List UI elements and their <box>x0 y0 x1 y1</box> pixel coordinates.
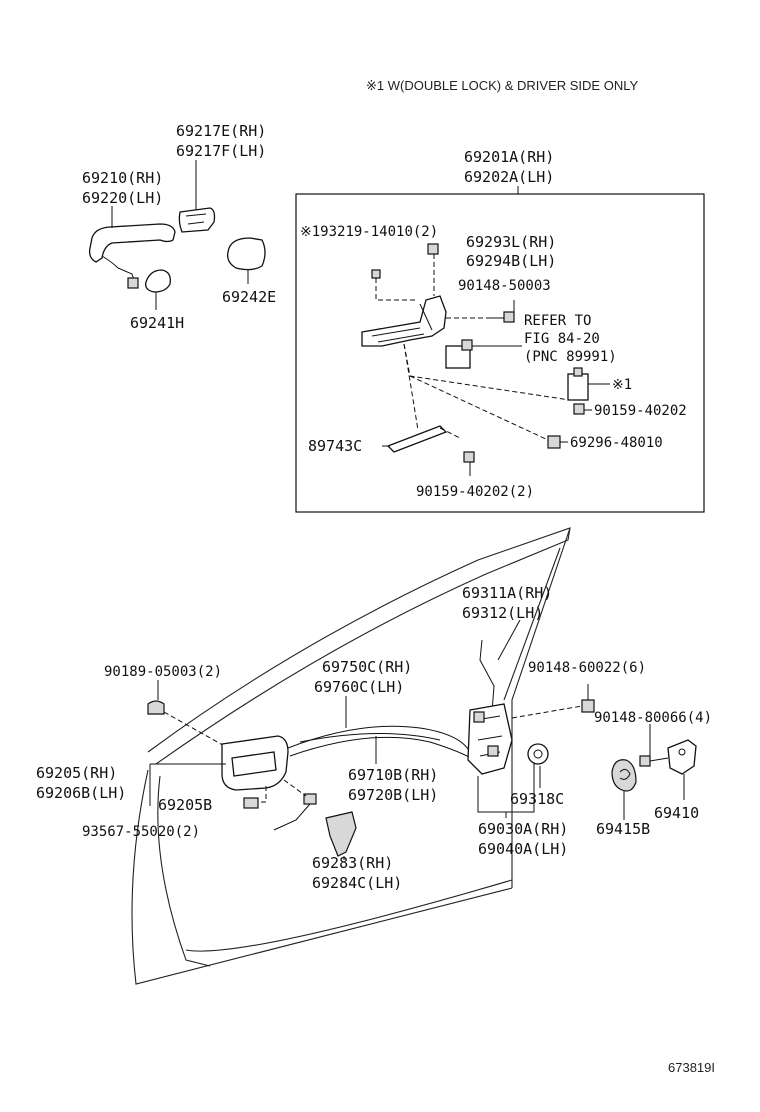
label-69201a: 69201A(RH) <box>464 148 554 166</box>
handle-pad-front-icon <box>227 237 266 271</box>
pad-69415-icon <box>611 759 637 792</box>
lock-rod-69311-icon <box>479 639 495 713</box>
screw-90148-50003-icon <box>490 311 515 323</box>
screw-90148-60022-icon <box>581 699 595 713</box>
label-69720b: 69720B(LH) <box>348 786 438 804</box>
label-90189: 90189-05003(2) <box>104 664 222 680</box>
label-69760c: 69760C(LH) <box>314 678 404 696</box>
label-90148-80066: 90148-80066(4) <box>594 710 712 726</box>
label-90148-60022: 90148-60022(6) <box>528 660 646 676</box>
lock-motor-icon <box>445 339 473 369</box>
double-lock-part-icon <box>567 367 589 401</box>
washer-69318-icon <box>527 743 549 765</box>
label-69750c: 69750C(RH) <box>322 658 412 676</box>
label-89743c: 89743C <box>308 437 362 455</box>
label-69710b: 69710B(RH) <box>348 766 438 784</box>
figure-id: 673819I <box>668 1060 715 1075</box>
label-star1: ※1 <box>612 377 632 393</box>
clip-69293-icon <box>427 243 439 255</box>
label-90159-a: 90159-40202 <box>594 403 687 419</box>
label-69205: 69205(RH) <box>36 764 117 782</box>
bolt-69296-icon <box>547 435 561 449</box>
header-note: ※1 W(DOUBLE LOCK) & DRIVER SIDE ONLY <box>366 78 638 93</box>
handle-cap-icon <box>178 207 216 233</box>
label-69294b: 69294B(LH) <box>466 252 556 270</box>
lock-control-icon <box>361 295 447 347</box>
lock-assembly-parts <box>361 243 610 476</box>
rod-89743-icon <box>386 425 448 453</box>
outside-handle-icon <box>88 223 176 263</box>
label-69217f: 69217F(LH) <box>176 142 266 160</box>
label-69242e: 69242E <box>222 288 276 306</box>
label-90148-50003: 90148-50003 <box>458 278 551 294</box>
cable-69750-icon <box>287 725 471 753</box>
clip-90189-icon <box>147 700 165 715</box>
label-90159-b: 90159-40202(2) <box>416 484 534 500</box>
label-69217e: 69217E(RH) <box>176 122 266 140</box>
label-refer-1: REFER TO <box>524 313 591 329</box>
label-69415b: 69415B <box>596 820 650 838</box>
door-parts <box>147 619 697 860</box>
label-69220: 69220(LH) <box>82 189 163 207</box>
label-93219: ※193219-14010(2) <box>300 224 438 240</box>
inside-handle-lever-icon <box>231 751 277 777</box>
screw-90159-b-icon <box>463 451 475 463</box>
screw-69205b-icon <box>243 797 259 809</box>
label-69206b: 69206B(LH) <box>36 784 126 802</box>
label-69241h: 69241H <box>130 314 184 332</box>
handle-cover-69283-icon <box>325 811 357 857</box>
label-69202a: 69202A(LH) <box>464 168 554 186</box>
label-69296: 69296-48010 <box>570 435 663 451</box>
handle-pad-rear-icon <box>145 269 171 293</box>
screw-90148-80066-icon <box>639 755 651 767</box>
clip-93219-icon <box>371 269 381 279</box>
label-69311a: 69311A(RH) <box>462 584 552 602</box>
label-69318c: 69318C <box>510 790 564 808</box>
striker-69410-icon <box>667 739 697 775</box>
label-69205b: 69205B <box>158 796 212 814</box>
door-lock-69030-icon <box>467 703 513 775</box>
label-refer-2: FIG 84-20 <box>524 331 600 347</box>
label-93567: 93567-55020(2) <box>82 824 200 840</box>
door-outline <box>131 527 571 985</box>
label-69410: 69410 <box>654 804 699 822</box>
label-69030a: 69030A(RH) <box>478 820 568 838</box>
screw-90159-a-icon <box>573 403 585 415</box>
label-69293l: 69293L(RH) <box>466 233 556 251</box>
label-69284c: 69284C(LH) <box>312 874 402 892</box>
lock-assembly-box <box>295 193 705 513</box>
label-refer-3: (PNC 89991) <box>524 349 617 365</box>
handle-connector-icon <box>127 277 139 289</box>
label-69040a: 69040A(LH) <box>478 840 568 858</box>
label-69210: 69210(RH) <box>82 169 163 187</box>
outside-handle-group <box>88 160 266 310</box>
label-69283: 69283(RH) <box>312 854 393 872</box>
label-69312: 69312(LH) <box>462 604 543 622</box>
